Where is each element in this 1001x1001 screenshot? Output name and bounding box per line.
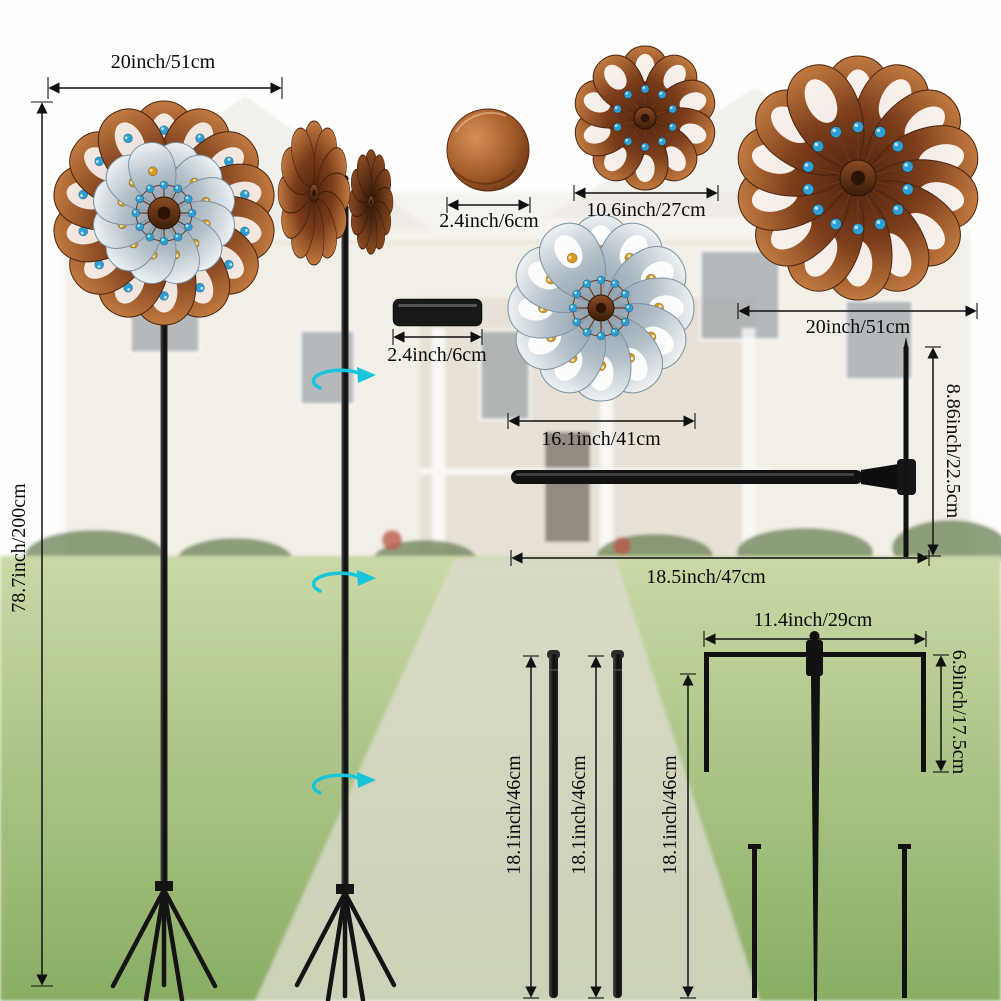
dim-label-connector-tube: 2.4inch/6cm	[387, 344, 487, 366]
ground-stake-middle	[294, 888, 397, 1001]
spinner-head-silver-layer	[93, 142, 235, 284]
dim-silver-flower	[507, 413, 696, 429]
dim-label-pole-section-1: 18.1inch/46cm	[503, 755, 525, 875]
dim-label-pole-section-2: 18.1inch/46cm	[568, 755, 590, 875]
dim-pole-section-1	[523, 655, 539, 999]
five-prong-ground-stake	[704, 631, 926, 1001]
large-copper-flower	[737, 55, 979, 301]
dim-ball-cap	[446, 197, 531, 213]
copper-ball-cap	[446, 108, 530, 192]
rotation-arrow-icon	[311, 367, 376, 390]
connector-tube	[392, 298, 483, 327]
dim-label-stake-arm-height: 6.9inch/17.5cm	[948, 649, 970, 775]
side-view-front-wheel	[277, 120, 351, 266]
dim-label-small-flower: 10.6inch/27cm	[586, 199, 706, 221]
silver-flower	[507, 214, 695, 402]
rotation-arrow-icon	[311, 570, 376, 593]
dim-total-height	[31, 101, 53, 987]
dim-large-flower	[737, 303, 978, 319]
dim-label-total-height: 78.7inch/200cm	[8, 483, 30, 613]
spinner-assembled-front	[53, 100, 275, 1001]
side-view-rear-wheel	[348, 149, 394, 255]
ground-stake-left	[110, 885, 218, 1001]
dim-label-crossbar-height: 8.86inch/22.5cm	[942, 383, 964, 519]
small-copper-flower	[574, 45, 716, 191]
dim-label-stake-spike: 18.1inch/46cm	[659, 755, 681, 875]
dim-pole-section-2	[588, 655, 604, 999]
dim-label-crossbar-length: 18.5inch/47cm	[646, 566, 766, 588]
dim-small-flower	[573, 185, 719, 201]
dim-label-large-flower: 20inch/51cm	[805, 316, 911, 338]
dim-label-stake-width: 11.4inch/29cm	[753, 609, 873, 631]
rotation-arrow-icon	[311, 772, 376, 795]
dim-label-spinner-head-width: 20inch/51cm	[110, 51, 216, 73]
dim-connector-tube	[392, 329, 483, 345]
pole-section-2	[611, 650, 624, 998]
dim-stake-spike	[680, 673, 696, 999]
dim-label-silver-flower: 16.1inch/41cm	[541, 428, 661, 450]
dim-stake-width	[703, 631, 927, 647]
spinner-assembled-side	[277, 120, 397, 1001]
dim-label-ball-cap: 2.4inch/6cm	[439, 210, 539, 232]
dim-stake-arm-height	[933, 654, 949, 773]
dim-crossbar-height	[925, 346, 941, 557]
pole-section-1	[547, 650, 560, 998]
dim-spinner-head-width	[47, 77, 283, 99]
crossbar-rod	[511, 337, 916, 557]
